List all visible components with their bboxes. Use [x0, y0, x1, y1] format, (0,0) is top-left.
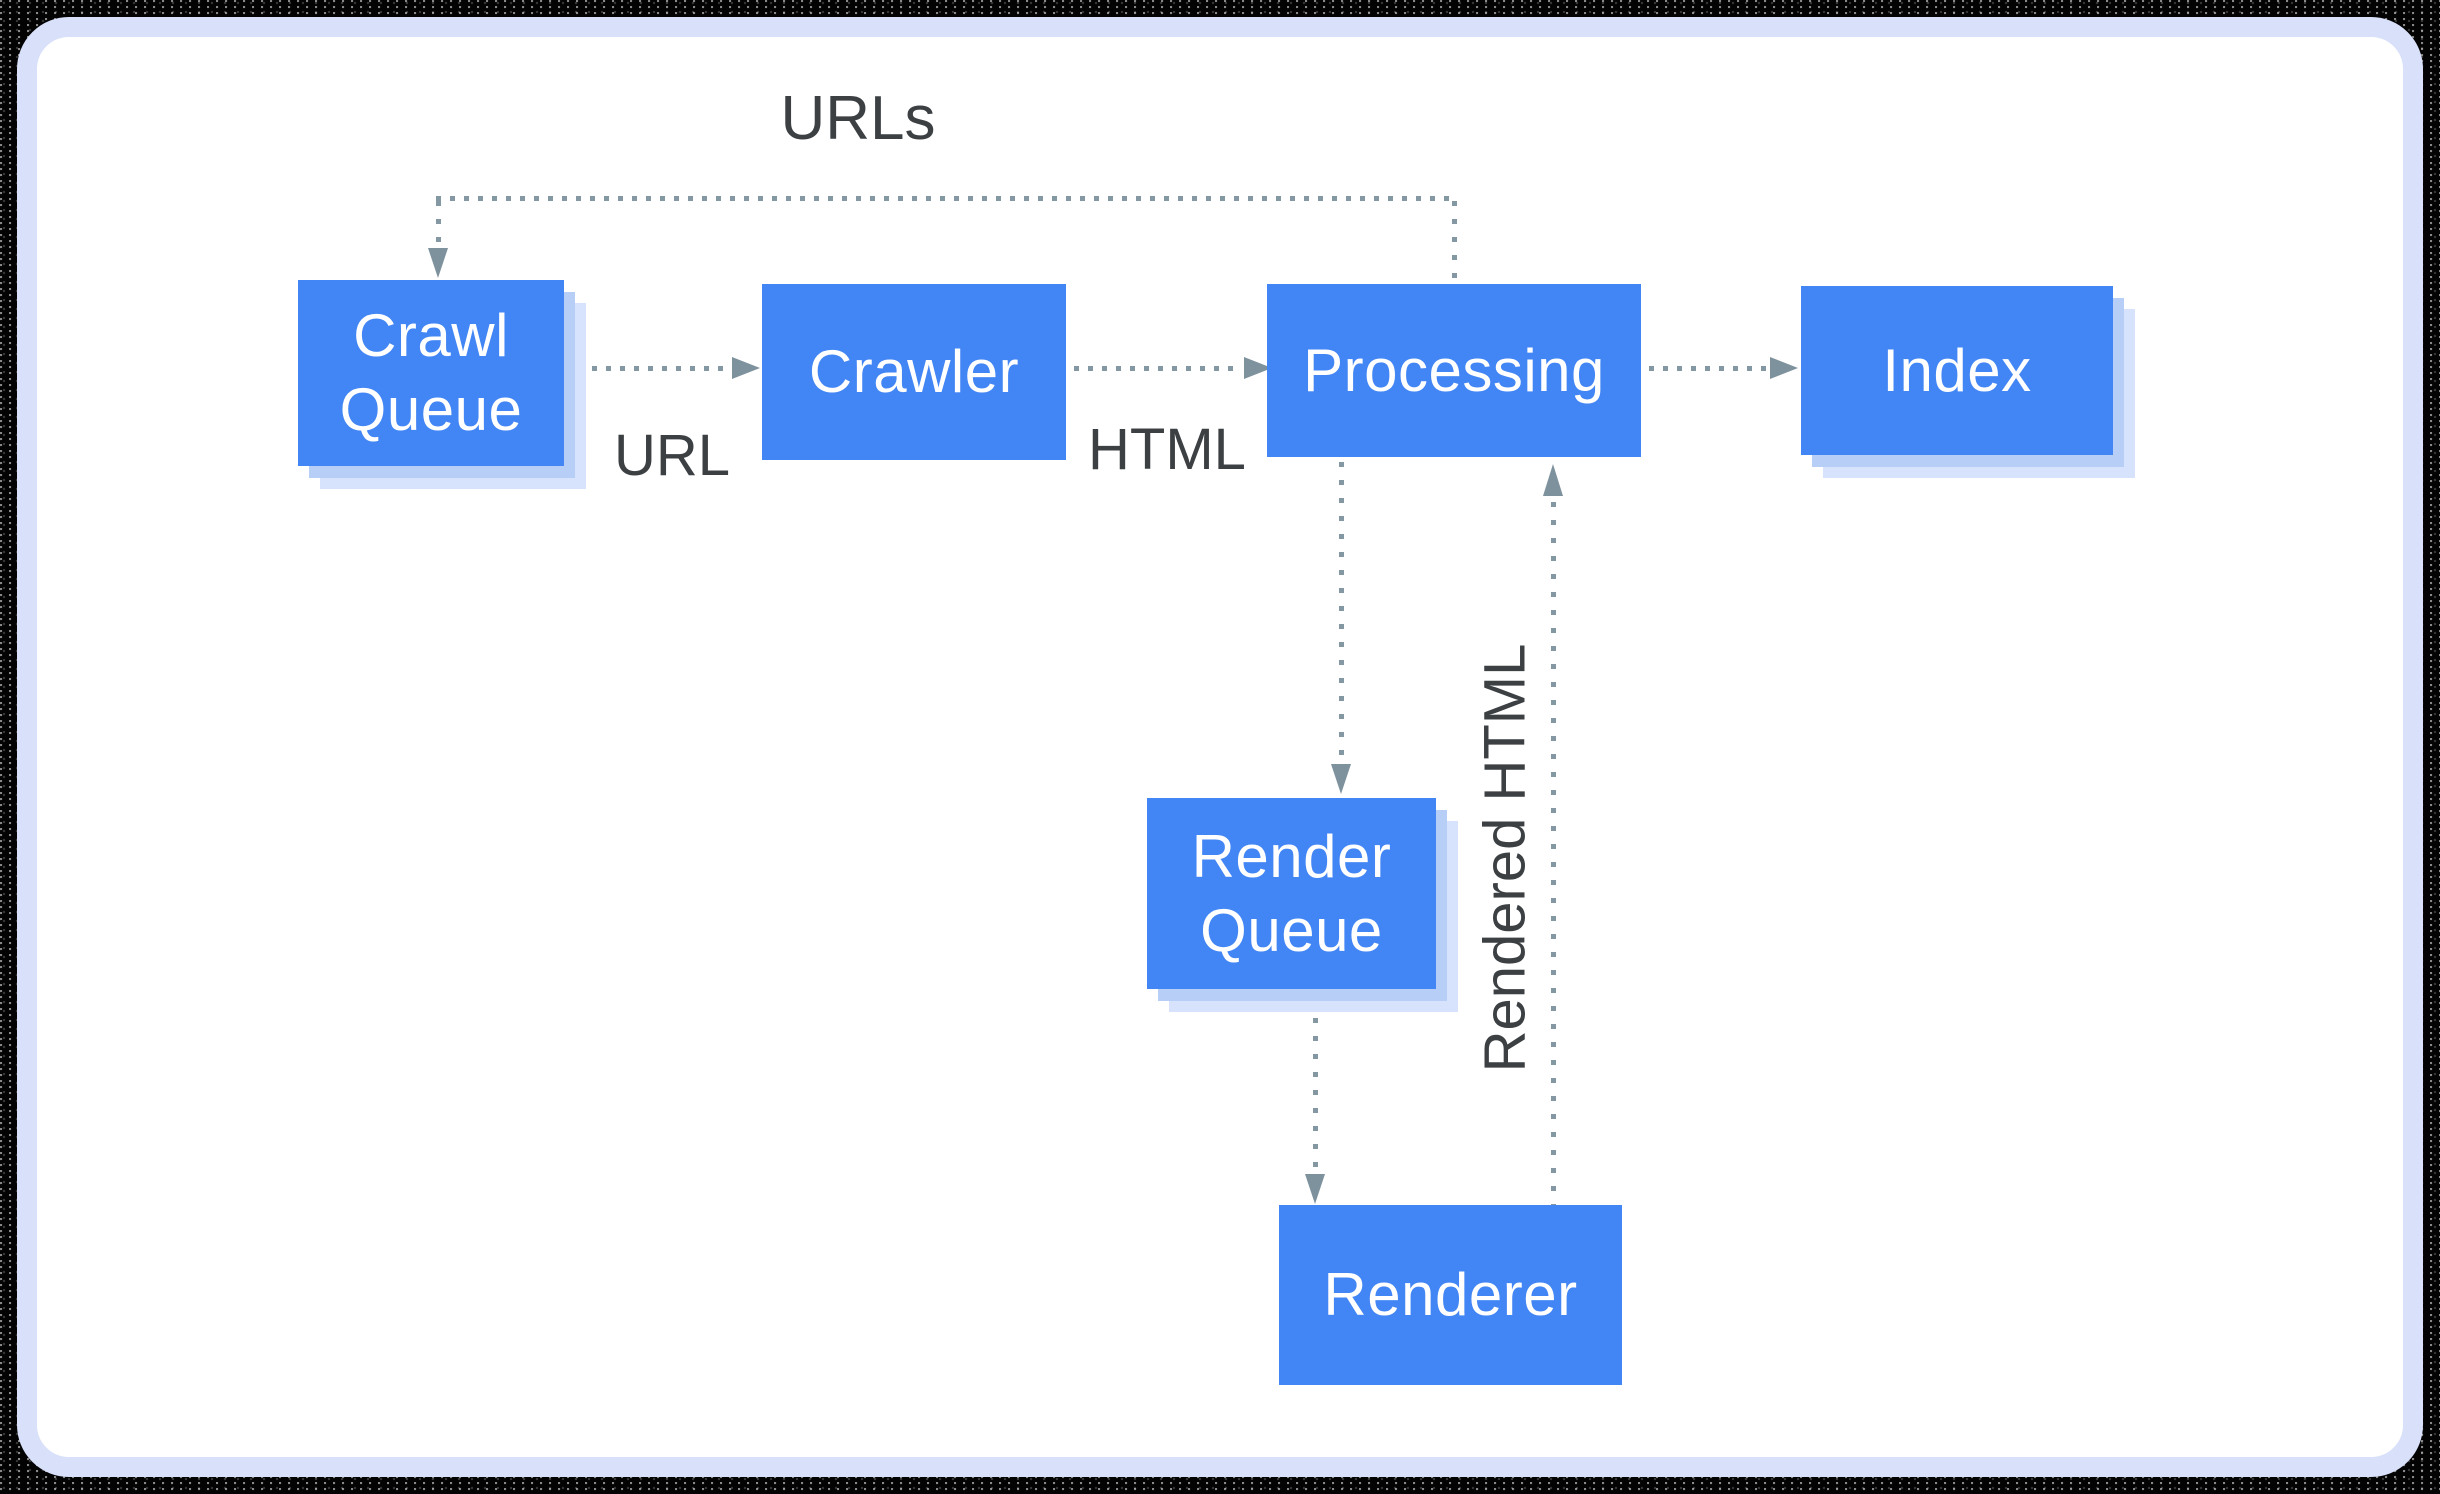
node-crawl-queue: Crawl Queue — [298, 280, 564, 466]
node-index-label: Index — [1882, 336, 2032, 404]
connector-renderer-processing — [1551, 502, 1556, 1205]
node-crawler-label: Crawler — [808, 338, 1020, 405]
node-crawl-queue-label: Crawl Queue — [339, 302, 523, 443]
connector-urls-to-crawl-queue — [436, 201, 441, 246]
connector-urls-from-processing — [1452, 201, 1457, 284]
url-label: URL — [613, 423, 731, 488]
arrowhead-down-crawl-queue-icon — [428, 248, 448, 278]
urls-label: URLs — [780, 84, 936, 153]
arrowhead-down-renderer-icon — [1305, 1174, 1325, 1204]
connector-urls-horizontal — [436, 196, 1454, 201]
node-render-queue-label: Render Queue — [1191, 822, 1392, 964]
html-label: HTML — [1088, 417, 1246, 482]
node-renderer-label: Renderer — [1323, 1261, 1578, 1328]
connector-processing-render-queue — [1339, 462, 1344, 760]
rendered-html-label: Rendered HTML — [1472, 643, 1538, 1073]
arrowhead-right-index-icon — [1770, 357, 1798, 379]
node-processing-label: Processing — [1303, 336, 1605, 404]
node-processing: Processing — [1267, 284, 1641, 457]
node-crawler: Crawler — [762, 284, 1066, 460]
arrowhead-right-processing-icon — [1244, 357, 1272, 379]
connector-render-queue-renderer — [1313, 1018, 1318, 1174]
arrowhead-up-processing-icon — [1543, 464, 1563, 496]
connector-crawl-queue-crawler — [578, 366, 730, 371]
connector-processing-index — [1649, 366, 1769, 371]
connector-crawler-processing — [1074, 366, 1240, 371]
node-render-queue: Render Queue — [1147, 798, 1436, 989]
arrowhead-right-crawler-icon — [732, 357, 760, 379]
diagram-panel — [17, 17, 2423, 1477]
node-index: Index — [1801, 286, 2113, 455]
node-renderer: Renderer — [1279, 1205, 1622, 1385]
arrowhead-down-render-queue-icon — [1331, 764, 1351, 794]
